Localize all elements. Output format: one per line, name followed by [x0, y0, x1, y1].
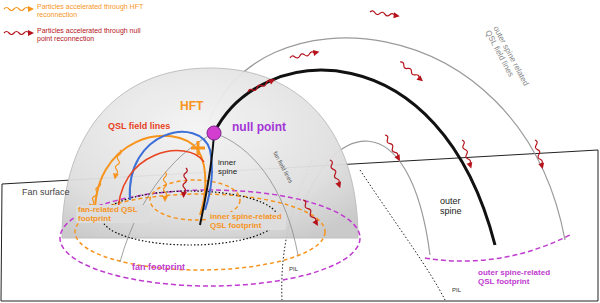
particle-arrow	[382, 134, 402, 163]
particle-arrow	[300, 199, 320, 228]
particle-arrow	[180, 168, 189, 198]
outer-spine-qsl-footprint	[425, 235, 570, 261]
inner-spine-label: inner spine	[218, 158, 246, 176]
particle-arrow	[398, 60, 425, 84]
pil-label: PIL	[452, 287, 461, 294]
legend-sample	[4, 6, 34, 12]
particle-arrow	[162, 172, 168, 202]
particle-arrow	[459, 139, 474, 169]
fan-lines-label: fan field lines	[271, 150, 294, 184]
particle-arrow	[532, 139, 546, 170]
legend-sample	[4, 30, 34, 36]
pil-line	[360, 170, 445, 300]
fan-surface-label: Fan surface	[22, 187, 70, 197]
fan-surface	[62, 68, 358, 238]
null-point	[207, 126, 221, 140]
footprint-label: fan-related QSL footprint	[76, 205, 150, 223]
null-point-label: null point	[232, 121, 286, 135]
qsl-label: QSL field lines	[108, 121, 170, 131]
pil-label: PIL	[289, 266, 298, 273]
hft-marker	[191, 141, 205, 155]
fan-qsl-footprint	[75, 194, 325, 270]
legend-text: Particles accelerated through null point…	[37, 27, 147, 43]
legend-text: Particles accelerated through HFT reconn…	[37, 3, 147, 19]
footprint-label: outer spine-related QSL footprint	[478, 268, 568, 286]
particle-arrow	[112, 149, 123, 180]
footprint-label: inner spine-related QSL footprint	[208, 212, 286, 230]
particle-arrow	[327, 159, 343, 189]
footprint-label: fan footprint	[132, 262, 185, 272]
fan-field-line	[214, 133, 298, 255]
outer-spine-label: outer spine	[440, 196, 474, 217]
qsl-field-line	[130, 132, 212, 210]
particle-arrow	[289, 49, 320, 61]
particle-arrow	[370, 9, 401, 19]
particle-arrow	[247, 77, 277, 95]
qsl-lines-label: outer spine related QSL field lines	[483, 25, 537, 104]
fan-footprint	[60, 190, 360, 286]
hft-label: HFT	[180, 100, 203, 114]
